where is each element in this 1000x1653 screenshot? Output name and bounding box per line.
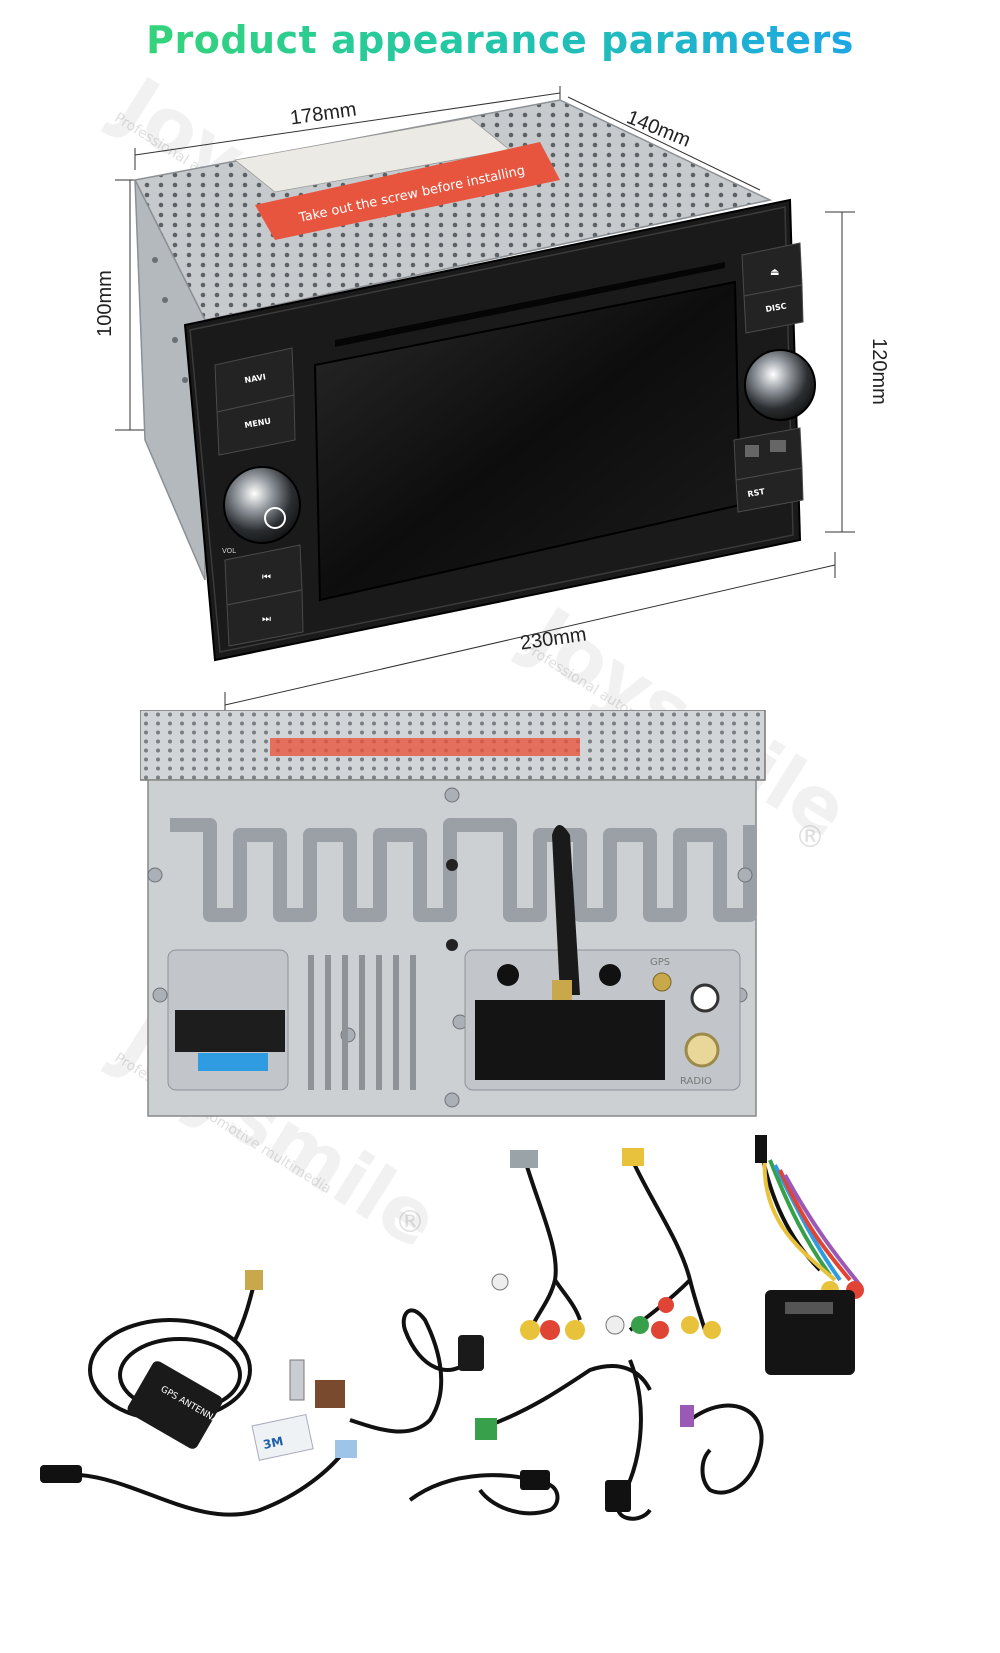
navi-label: NAVI	[244, 372, 267, 385]
usb-cable-1	[408, 1473, 560, 1516]
next-button[interactable]	[226, 589, 304, 647]
disc-slot	[335, 262, 725, 347]
disc-label: DISC	[765, 301, 788, 314]
rca-harness-1	[523, 1159, 582, 1331]
prev-icon: ⏮	[262, 572, 271, 583]
next-icon: ⏭	[262, 614, 271, 625]
heatsink-pattern	[170, 818, 757, 922]
rst-button[interactable]	[735, 467, 804, 513]
main-harness	[758, 1144, 862, 1287]
radio-port-label: RADIO	[680, 1076, 712, 1087]
warning-sticker	[255, 142, 560, 240]
disc-button[interactable]	[743, 284, 804, 334]
chassis-side	[134, 179, 206, 581]
iso-connector[interactable]	[175, 1010, 285, 1052]
radio-port[interactable]	[684, 1032, 720, 1068]
tune-knob[interactable]	[744, 349, 816, 421]
tape-label: 3M	[262, 1434, 285, 1452]
dimension-lines	[115, 86, 855, 718]
eject-icon: ⏏	[770, 267, 779, 278]
product-rear-view: GPS RADIO	[140, 710, 766, 1117]
aux-cable	[79, 1448, 347, 1517]
gps-port[interactable]	[652, 972, 672, 992]
antenna-adapter	[289, 1359, 345, 1408]
harness-connector[interactable]	[475, 1000, 665, 1080]
gps-antenna-module	[127, 1361, 223, 1449]
rst-label: RST	[747, 487, 766, 499]
volume-knob[interactable]	[223, 466, 301, 544]
menu-button[interactable]	[216, 394, 296, 456]
fakra-cable	[489, 1364, 652, 1427]
mode-icon	[770, 440, 786, 452]
power-icon	[264, 507, 286, 529]
fuse	[198, 1053, 268, 1071]
vol-label: VOL	[222, 547, 236, 555]
antenna	[552, 825, 580, 995]
page-title: Product appearance parameters	[146, 18, 854, 62]
tape-pad: 3M	[251, 1413, 314, 1461]
right-button-panel: ⏏ DISC RST	[733, 242, 816, 513]
product-front-view: Take out the screw before installing NAV…	[115, 86, 855, 718]
microphone-cable	[349, 1308, 472, 1434]
settings-icon	[745, 445, 759, 457]
left-button-panel: NAVI MENU VOL ⏮ ⏭	[214, 347, 304, 647]
registered-mark-2: ®	[395, 1205, 425, 1240]
gps-port-label: GPS	[650, 957, 670, 968]
accessories: GPS ANTENNA 3M	[40, 1135, 864, 1521]
usb-cable-3	[688, 1403, 764, 1495]
registered-mark-1: ®	[795, 820, 825, 855]
